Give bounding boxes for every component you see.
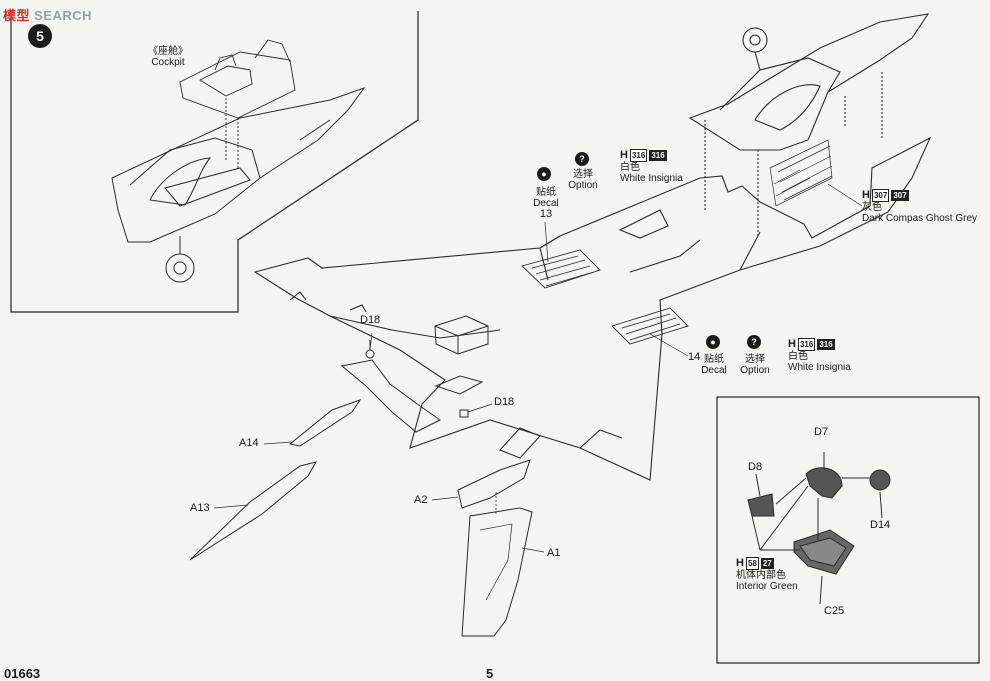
cockpit-tub — [179, 39, 296, 170]
paint-code-a: 316 — [629, 149, 648, 162]
paint-cn: 机体内部色 — [736, 570, 786, 581]
cockpit-label: 《座舱》 Cockpit — [146, 46, 190, 68]
kit-number: 01663 — [4, 666, 41, 681]
intake-assembly — [340, 315, 489, 433]
part-a13-shape — [189, 461, 318, 561]
nose-gear-wheel — [165, 253, 195, 283]
part-a14-shape — [288, 399, 362, 447]
question-icon-lower: ? — [747, 335, 761, 349]
paint-white-lower: H 316 316 白色 White Insignia — [788, 338, 851, 373]
h-prefix: H — [736, 557, 744, 569]
decal-number-14: 14 — [688, 351, 701, 363]
decal-number-13: 13 — [539, 208, 553, 220]
main-airframe — [253, 136, 932, 481]
part-label-d18-mid: D18 — [494, 396, 515, 408]
grey-panel — [769, 139, 833, 207]
part-label-d8: D8 — [748, 461, 763, 473]
paint-code-b: 27 — [760, 558, 774, 569]
h-prefix: H — [862, 189, 870, 201]
option-cn-lower: 选择 — [745, 354, 765, 365]
leader-lines — [213, 183, 863, 553]
part-label-a13: A13 — [190, 502, 210, 514]
paint-code-b: 316 — [817, 339, 835, 350]
paint-name: Interior Green — [736, 581, 798, 592]
cockpit-label-cn: 《座舱》 — [148, 46, 188, 57]
question-icon-upper: ? — [575, 152, 589, 166]
part-label-a2: A2 — [414, 494, 428, 506]
decal-icon-upper: ● — [537, 167, 551, 181]
cockpit-fuselage — [111, 86, 366, 283]
option-cn-upper: 选择 — [573, 169, 593, 180]
page-number: 5 — [486, 666, 494, 681]
decal-label-lower: 贴纸 Decal — [697, 354, 731, 376]
paint-cn: 白色 — [620, 162, 640, 173]
paint-interior: H 58 27 机体内部色 Interior Green — [736, 557, 798, 592]
option-label-lower: 选择 Option — [735, 354, 775, 376]
h-prefix: H — [788, 338, 796, 350]
decal-en-lower: Decal — [701, 365, 727, 376]
decal-13-panel — [521, 249, 601, 289]
cockpit-inset-frame — [10, 11, 419, 313]
nose-section — [688, 13, 930, 236]
paint-code-a: 316 — [797, 338, 816, 351]
paint-cn: 灰色 — [862, 202, 882, 213]
part-a2-shape — [457, 459, 531, 509]
option-label-upper: 选择 Option — [563, 169, 603, 191]
part-label-d7: D7 — [814, 426, 829, 438]
cockpit-label-en: Cockpit — [151, 57, 185, 68]
watermark-cn: 模型 — [3, 8, 31, 23]
step-number-badge: 5 — [28, 24, 52, 48]
part-label-d18-top: D18 — [360, 314, 381, 326]
intake-inset-parts — [747, 452, 891, 605]
option-en-upper: Option — [568, 180, 598, 191]
part-a1-shape — [461, 507, 533, 637]
paint-name: White Insignia — [788, 362, 851, 373]
h-prefix: H — [620, 149, 628, 161]
paint-white-upper: H 316 316 白色 White Insignia — [620, 149, 683, 184]
paint-name: Dark Compas Ghost Grey — [862, 213, 978, 224]
watermark: 模型 SEARCH — [3, 5, 92, 24]
option-en-lower: Option — [740, 365, 770, 376]
decal-cn-lower: 贴纸 — [704, 354, 724, 365]
part-label-d14: D14 — [870, 519, 891, 531]
paint-code-a: 307 — [871, 189, 890, 202]
decal-14-panel — [611, 307, 689, 345]
paint-grey: H 307 307 灰色 Dark Compas Ghost Grey — [862, 189, 977, 224]
decal-en-upper: Decal — [533, 198, 559, 209]
intake-inset-frame — [716, 396, 980, 664]
decal-cn-upper: 贴纸 — [536, 187, 556, 198]
front-wheel — [742, 27, 768, 53]
decal-label-upper: 贴纸 Decal 13 — [526, 187, 566, 220]
decal-icon-lower: ● — [706, 335, 720, 349]
part-label-a14: A14 — [239, 437, 259, 449]
paint-code-b: 316 — [649, 150, 667, 161]
part-label-a1: A1 — [547, 547, 561, 559]
paint-name: White Insignia — [620, 173, 683, 184]
paint-cn: 白色 — [788, 351, 808, 362]
paint-code-a: 58 — [745, 557, 759, 570]
part-label-c25: C25 — [824, 605, 845, 617]
watermark-text: SEARCH — [34, 8, 93, 23]
paint-code-b: 307 — [891, 190, 909, 201]
